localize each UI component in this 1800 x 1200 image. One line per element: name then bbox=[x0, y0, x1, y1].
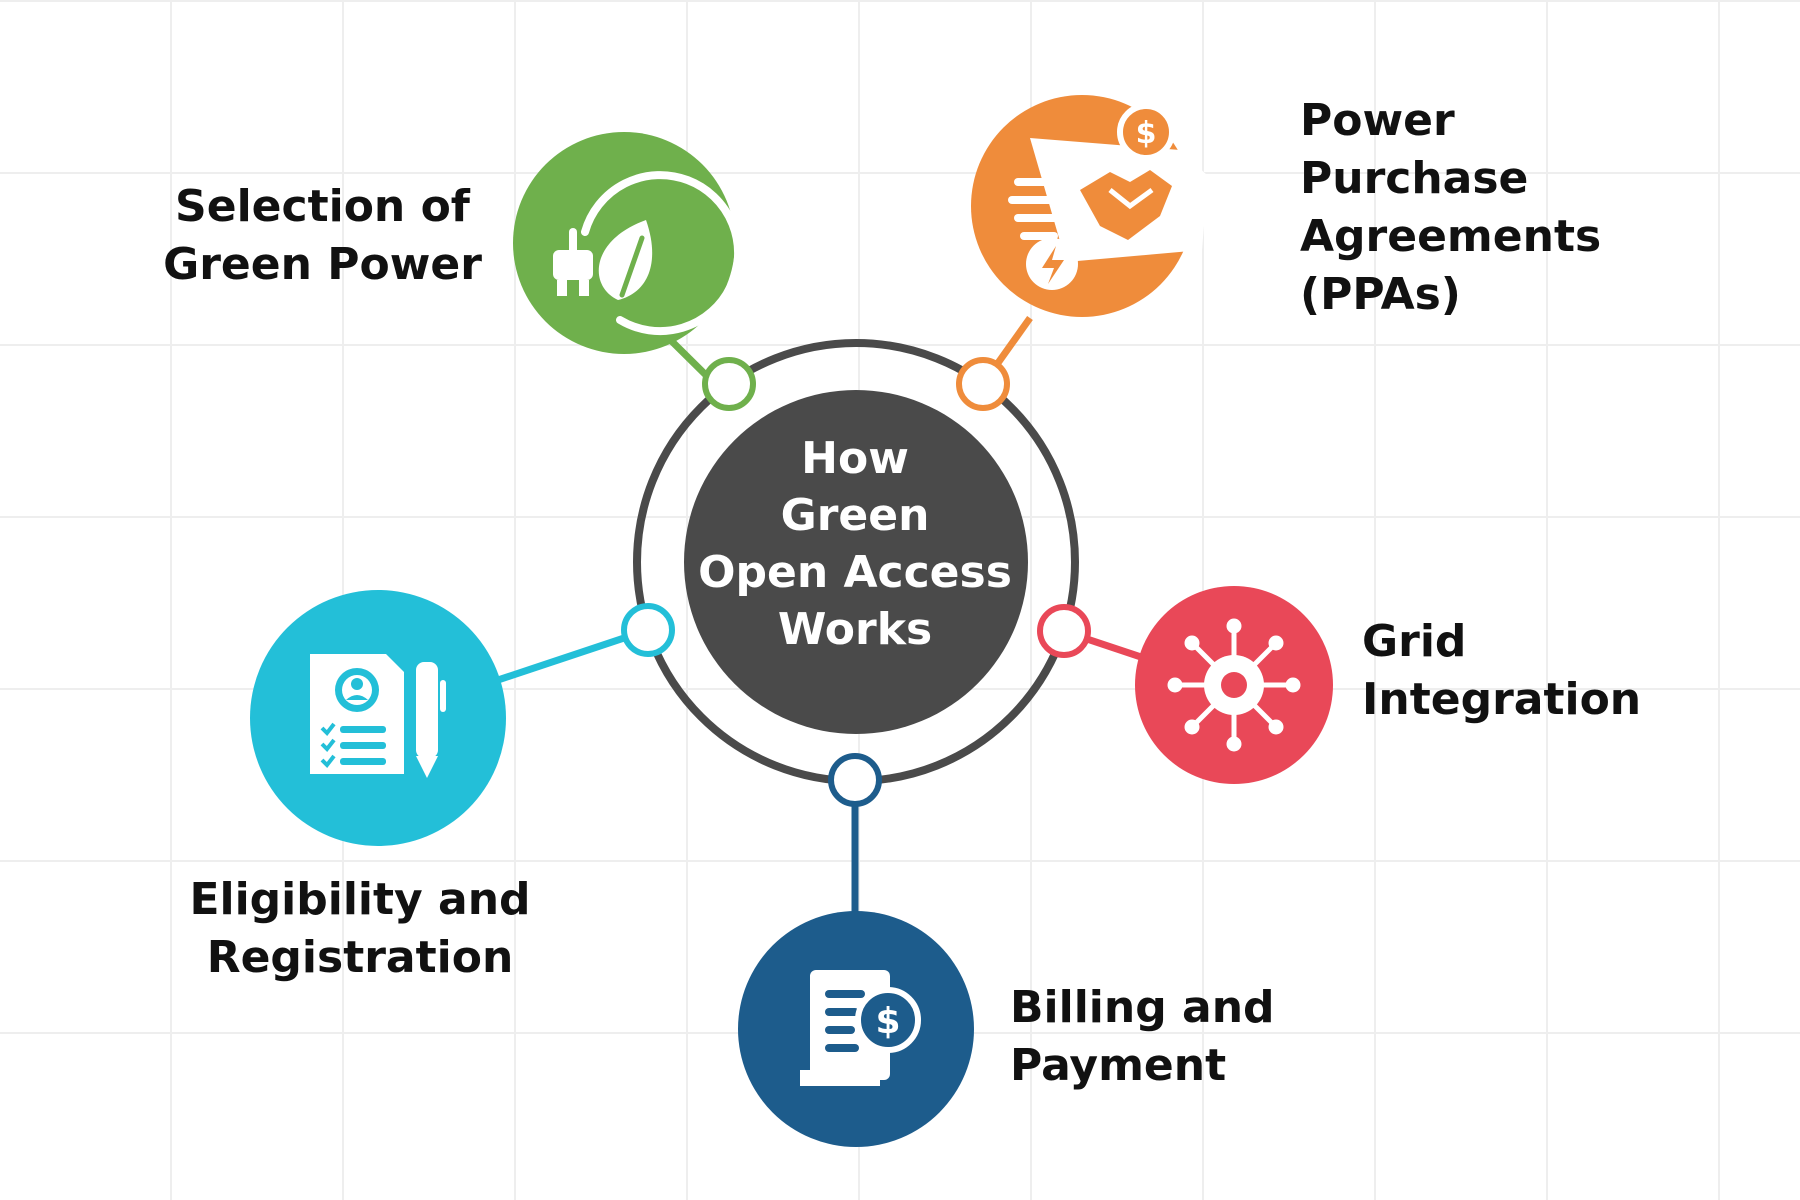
profile-document-pen-icon bbox=[310, 654, 446, 778]
step-grid-bubble bbox=[1135, 586, 1333, 784]
label-selection: Selection of Green Power bbox=[150, 178, 495, 294]
label-billing: Billing and Payment bbox=[1010, 979, 1275, 1095]
label-ppa: Power Purchase Agreements (PPAs) bbox=[1300, 92, 1601, 324]
invoice-dollar-icon: $ bbox=[800, 970, 921, 1086]
center-title-line3: Open Access bbox=[698, 547, 1012, 598]
svg-text:$: $ bbox=[1136, 116, 1157, 151]
svg-text:$: $ bbox=[875, 1001, 900, 1042]
node-selection bbox=[702, 357, 756, 411]
label-grid-line1: Grid bbox=[1362, 616, 1467, 667]
label-ppa-line2: Purchase bbox=[1300, 153, 1529, 204]
center-title-line2: Green bbox=[780, 490, 930, 541]
label-grid: Grid Integration bbox=[1362, 613, 1641, 729]
node-ppa bbox=[956, 357, 1010, 411]
label-billing-line2: Payment bbox=[1010, 1040, 1227, 1091]
step-billing-bubble: $ bbox=[738, 911, 974, 1147]
step-selection-bubble bbox=[513, 132, 743, 354]
label-selection-line2: Green Power bbox=[163, 239, 482, 290]
label-ppa-line4: (PPAs) bbox=[1300, 269, 1461, 320]
label-eligibility-line1: Eligibility and bbox=[189, 874, 531, 925]
node-grid bbox=[1037, 604, 1091, 658]
label-eligibility: Eligibility and Registration bbox=[180, 871, 540, 987]
step-eligibility-bubble bbox=[250, 590, 506, 846]
label-billing-line1: Billing and bbox=[1010, 982, 1275, 1033]
plug-leaf-icon bbox=[553, 171, 743, 336]
node-billing bbox=[828, 753, 882, 807]
label-grid-line2: Integration bbox=[1362, 674, 1642, 725]
center-title-line4: Works bbox=[777, 604, 933, 655]
center-disc bbox=[684, 390, 1028, 734]
label-selection-line1: Selection of bbox=[175, 181, 470, 232]
label-eligibility-line2: Registration bbox=[206, 932, 514, 983]
handshake-contract-icon: $ bbox=[1008, 103, 1208, 290]
node-eligibility bbox=[621, 603, 675, 657]
center-title-line1: How bbox=[801, 433, 909, 484]
gear-network-icon bbox=[1167, 618, 1301, 752]
label-ppa-line3: Agreements bbox=[1300, 211, 1602, 262]
label-ppa-line1: Power bbox=[1300, 95, 1455, 146]
step-ppa-bubble: $ bbox=[971, 95, 1208, 317]
center-title: How Green Open Access Works bbox=[680, 430, 1030, 658]
